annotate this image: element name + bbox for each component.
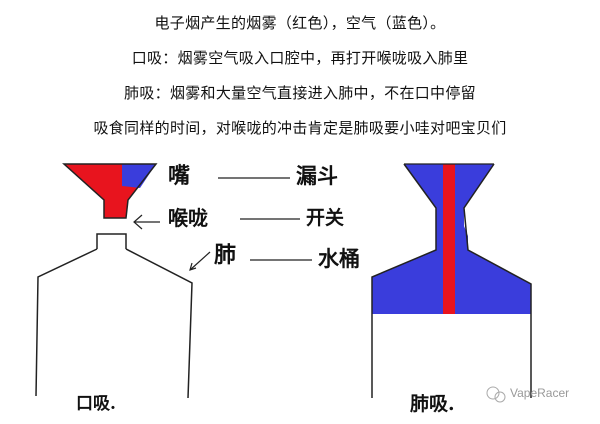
caption-line-3: 肺吸：烟雾和大量空气直接进入肺中，不在口中停留 [124, 84, 476, 102]
lung-label: 肺 [214, 242, 236, 268]
left-bucket [35, 248, 98, 397]
right-outline-left [371, 163, 437, 398]
lung-inhale-figure: 肺吸. [371, 163, 532, 415]
left-throat-neck [96, 233, 127, 249]
watermark-text: VapeRacer [510, 386, 569, 400]
caption-line-1: 电子烟产生的烟雾（红色），空气（蓝色）。 [154, 14, 446, 32]
left-funnel-air [122, 164, 156, 188]
lung-arrow-head [189, 262, 197, 271]
caption-line-2: 口吸：烟雾空气吸入口腔中，再打开喉咙吸入肺里 [131, 49, 469, 67]
throat-arrow-head [133, 214, 143, 230]
lung-arrow-line [189, 251, 211, 271]
legend-labels: 嘴 漏斗 喉咙 开关 肺 水桶 [133, 163, 360, 271]
throat-label: 喉咙 [168, 206, 208, 230]
right-smoke-stream [443, 164, 455, 314]
right-outline-right [463, 163, 532, 398]
lung-inhale-label: 肺吸. [410, 393, 455, 415]
mouth-inhale-figure: 口吸. [35, 163, 193, 414]
switch-label: 开关 [306, 206, 344, 229]
left-bucket-right [125, 248, 193, 399]
caption-line-4: 吸食同样的时间，对喉咙的冲击肯定是肺吸要小哇对吧宝贝们 [93, 119, 507, 137]
left-funnel-outline [62, 163, 158, 219]
wechat-icon [486, 386, 500, 400]
wechat-icon-bubble [494, 391, 506, 403]
bucket-label: 水桶 [318, 246, 360, 271]
mouth-inhale-label: 口吸. [76, 394, 116, 414]
funnel-label: 漏斗 [296, 163, 338, 188]
watermark: VapeRacer [486, 386, 569, 403]
mouth-label: 嘴 [168, 163, 190, 189]
